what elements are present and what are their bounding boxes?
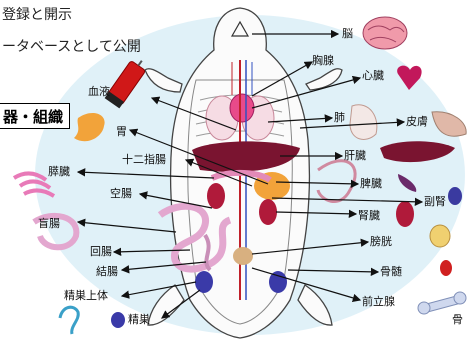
label-adrenal: 副腎 xyxy=(424,196,446,208)
label-blood: 血液 xyxy=(88,86,110,98)
epididymis-illustration xyxy=(60,307,78,334)
kidney-left-in-body xyxy=(207,183,225,209)
testis-illustration xyxy=(111,312,125,328)
bladder-illustration xyxy=(430,225,450,247)
label-cecum: 盲腸 xyxy=(38,218,60,230)
adrenal-illustration xyxy=(448,187,462,205)
label-liver: 肝臓 xyxy=(344,150,366,162)
label-bone: 骨 xyxy=(452,314,463,326)
label-spleen: 脾臓 xyxy=(360,178,382,190)
bone-illustration xyxy=(418,292,466,314)
label-thymus: 胸腺 xyxy=(312,55,334,67)
label-lung: 肺 xyxy=(334,112,345,124)
label-heart: 心臓 xyxy=(362,70,384,82)
label-epididymis: 精巣上体 xyxy=(64,290,108,302)
testis-left-in-body xyxy=(195,271,213,293)
label-prostate: 前立腺 xyxy=(362,296,395,308)
label-bone-marrow: 骨髄 xyxy=(380,266,402,278)
bladder-in-body xyxy=(233,247,253,265)
label-ileum: 回腸 xyxy=(90,246,112,258)
label-duodenum: 十二指腸 xyxy=(122,154,166,166)
heart-in-body xyxy=(230,94,254,122)
label-kidney: 腎臓 xyxy=(358,210,380,222)
label-pancreas: 膵臓 xyxy=(48,166,70,178)
brain-illustration xyxy=(363,17,407,49)
label-skin: 皮膚 xyxy=(406,116,428,128)
bone-marrow-illustration xyxy=(440,260,452,276)
label-stomach: 胃 xyxy=(116,126,127,138)
label-colon: 結腸 xyxy=(96,266,118,278)
header-line-2: ータベースとして公開 xyxy=(2,36,141,56)
kidney-illustration xyxy=(396,201,414,227)
label-testis: 精巣 xyxy=(128,314,150,326)
label-jejunum: 空腸 xyxy=(110,188,132,200)
category-tag: 器・組織 xyxy=(0,103,70,129)
header-line-1: 登録と開示 xyxy=(2,4,72,24)
label-brain: 脳 xyxy=(342,28,353,40)
kidney-right-in-body xyxy=(259,199,277,225)
label-bladder: 膀胱 xyxy=(370,236,392,248)
